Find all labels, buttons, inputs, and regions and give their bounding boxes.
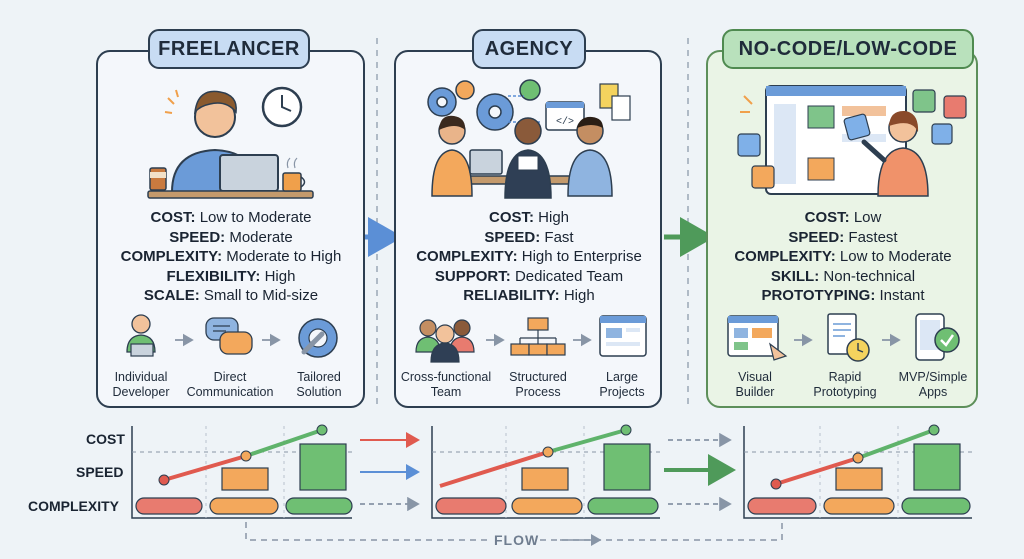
spark-lines-icon bbox=[164, 89, 179, 114]
cost-line-green bbox=[245, 428, 323, 458]
attribute-row: SCALE: Small to Mid-size bbox=[143, 287, 319, 305]
puzzle-pieces-icon bbox=[737, 89, 967, 189]
team-member-3-icon bbox=[567, 116, 613, 197]
cost-line-red bbox=[163, 454, 247, 482]
team-member-2-icon bbox=[504, 117, 552, 199]
attribute-row: RELIABILITY: High bbox=[463, 287, 595, 305]
nocode-spark-icon bbox=[740, 95, 753, 113]
svg-text:</>: </> bbox=[556, 116, 574, 128]
attribute-row: PROTOTYPING: Instant bbox=[761, 287, 925, 305]
agency-attributes: COST: High SPEED: Fast COMPLEXITY: High … bbox=[398, 208, 660, 306]
speed-bar-green bbox=[299, 443, 347, 491]
complexity-pill-red bbox=[435, 497, 507, 515]
nocode-attributes: COST: Low SPEED: Fastest COMPLEXITY: Low… bbox=[710, 208, 976, 306]
attribute-row: COMPLEXITY: Moderate to High bbox=[120, 248, 342, 266]
laptop-icon bbox=[147, 154, 314, 199]
mug-icon bbox=[282, 157, 306, 192]
speed-bar-orange bbox=[221, 467, 269, 491]
badge-nocode: NO-CODE/LOW-CODE bbox=[722, 29, 974, 69]
document-clock-icon bbox=[827, 313, 870, 362]
documents-icon bbox=[599, 83, 631, 121]
speed-bar-orange bbox=[521, 467, 569, 491]
attribute-row: COST: Low bbox=[804, 209, 882, 226]
attribute-row: SUPPORT: Dedicated Team bbox=[434, 267, 624, 285]
phone-check-icon bbox=[915, 313, 960, 361]
speed-bar-orange bbox=[835, 467, 883, 491]
badge-agency: AGENCY bbox=[472, 29, 586, 69]
clock-icon bbox=[261, 86, 303, 128]
attribute-row: COST: High bbox=[488, 209, 570, 226]
mini-chart-nocode bbox=[743, 424, 972, 519]
complexity-pill-green bbox=[285, 497, 353, 515]
team-icon bbox=[415, 319, 475, 363]
complexity-pill-green bbox=[587, 497, 659, 515]
attribute-row: COMPLEXITY: Low to Moderate bbox=[734, 248, 952, 266]
wrench-gear-icon bbox=[298, 318, 338, 358]
attribute-row: COST: Low to Moderate bbox=[150, 209, 312, 226]
mini-chart-agency bbox=[431, 424, 660, 519]
attribute-row: FLEXIBILITY: High bbox=[166, 267, 296, 285]
row-label-speed: SPEED bbox=[76, 464, 124, 480]
flow-bracket bbox=[245, 522, 783, 541]
speed-bar-green bbox=[603, 443, 651, 491]
complexity-pill-green bbox=[901, 497, 971, 515]
cost-line-green bbox=[547, 428, 627, 454]
cost-line-red bbox=[439, 450, 549, 488]
row-label-cost: COST bbox=[86, 431, 125, 447]
attribute-row: SPEED: Fast bbox=[484, 228, 574, 246]
nocode-person-icon bbox=[861, 110, 929, 197]
builder-screen-icon bbox=[765, 85, 907, 195]
attribute-row: SPEED: Moderate bbox=[169, 228, 293, 246]
agency-laptop-icon bbox=[469, 149, 503, 175]
team-member-1-icon bbox=[431, 115, 473, 197]
code-window-icon: </> bbox=[545, 101, 585, 131]
visual-builder-icon bbox=[727, 315, 788, 361]
cost-line-red bbox=[775, 456, 859, 486]
speed-bar-green bbox=[913, 443, 961, 491]
cost-line-green bbox=[857, 428, 935, 460]
mini-chart-freelancer bbox=[131, 424, 353, 519]
developer-icon bbox=[126, 314, 156, 357]
browser-window-icon bbox=[599, 315, 647, 357]
attribute-row: SPEED: Fastest bbox=[788, 228, 898, 246]
freelancer-attributes: COST: Low to Moderate SPEED: Moderate CO… bbox=[100, 208, 362, 306]
flow-label: FLOW bbox=[494, 532, 540, 548]
attribute-row: COMPLEXITY: High to Enterprise bbox=[416, 248, 642, 266]
chat-bubbles-icon bbox=[205, 317, 253, 355]
complexity-pill-red bbox=[135, 497, 203, 515]
flowchart-icon bbox=[510, 317, 566, 356]
attribute-row: SKILL: Non-technical bbox=[770, 267, 916, 285]
badge-freelancer: FREELANCER bbox=[148, 29, 310, 69]
coffee-cup-icon bbox=[149, 167, 167, 191]
complexity-pill-orange bbox=[511, 497, 583, 515]
complexity-pill-orange bbox=[209, 497, 279, 515]
row-label-complexity: COMPLEXITY bbox=[28, 498, 120, 514]
complexity-pill-red bbox=[747, 497, 817, 515]
gears-icon bbox=[427, 79, 541, 131]
complexity-pill-orange bbox=[823, 497, 895, 515]
